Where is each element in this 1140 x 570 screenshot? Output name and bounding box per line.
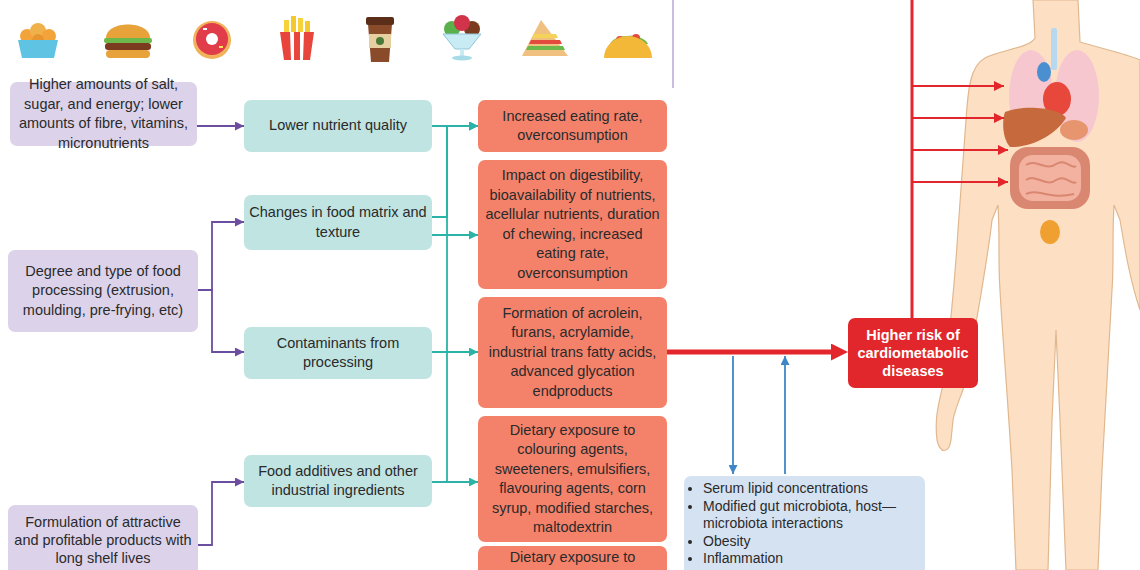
flow-arrow — [432, 481, 478, 483]
box-text: Dietary exposure to colouring agents, sw… — [483, 421, 662, 538]
box-text: Impact on digestibility, bioavailability… — [483, 166, 662, 283]
blood-vessel — [1037, 62, 1051, 82]
biomarker-list: Serum lipid concentrationsModified gut m… — [684, 476, 925, 570]
patty — [105, 43, 151, 50]
glass — [443, 34, 481, 49]
box-text: Degree and type of food processing (extr… — [13, 262, 193, 321]
coffee-icon — [366, 17, 394, 62]
mechanism-box: Lower nutrient quality — [244, 100, 432, 152]
flow-arrow — [198, 482, 244, 545]
colon — [1010, 147, 1090, 209]
bullet-item: Serum lipid concentrations — [703, 480, 920, 498]
donut-dough — [193, 21, 231, 59]
bullet-list: Serum lipid concentrationsModified gut m… — [689, 480, 920, 568]
box-text: Formulation of attractive and profitable… — [13, 513, 193, 567]
flow-arrow — [667, 350, 841, 355]
intestine-folds — [1026, 162, 1076, 195]
flow-arrow — [432, 234, 478, 236]
donut-hole — [206, 33, 218, 45]
cup — [368, 24, 392, 62]
effect-box: Dietary exposure to colouring agents, sw… — [478, 416, 667, 542]
mechanism-box: Contaminants from processing — [244, 327, 432, 379]
cheese — [532, 34, 558, 38]
bowl — [18, 40, 58, 58]
fries-box — [280, 32, 314, 60]
organ-arrow — [912, 117, 1004, 119]
donut-icing — [196, 23, 228, 55]
mechanism-box: Food additives and other industrial ingr… — [244, 455, 432, 507]
sprinkle — [203, 28, 207, 30]
sprinkle — [219, 46, 223, 48]
donut-icon — [193, 21, 231, 59]
feedback-arrow — [784, 356, 786, 474]
box-text: Dietary exposure to — [510, 549, 636, 566]
connector-group — [197, 126, 841, 545]
fries-icon — [280, 16, 314, 60]
box-text: Increased eating rate, overconsumption — [483, 107, 662, 146]
burger-icon — [104, 25, 152, 59]
sandwich-icon — [522, 20, 568, 56]
organ-arrow — [912, 149, 1008, 151]
bread — [522, 20, 568, 56]
box-text: Contaminants from processing — [249, 334, 427, 373]
lid — [366, 17, 394, 25]
trachea — [1051, 28, 1057, 70]
shell — [604, 36, 652, 58]
effect-box: Impact on digestibility, bioavailability… — [478, 160, 667, 289]
bullet-item: Modified gut microbiota, host—microbiota… — [703, 498, 920, 533]
flow-arrow — [432, 126, 478, 217]
liver — [1003, 108, 1066, 147]
flow-arrow — [432, 125, 478, 127]
small-intestine — [1019, 155, 1081, 201]
organ-arrow — [912, 181, 1008, 183]
effect-box: Increased eating rate, overconsumption — [478, 100, 667, 152]
effect-box: Dietary exposure to — [478, 546, 667, 570]
flow-arrow — [198, 290, 244, 352]
bullet-item: Inflammation — [703, 550, 920, 568]
panel-divider — [672, 0, 674, 88]
outcome-box: Higher risk of cardiometabolic diseases — [848, 318, 978, 388]
lettuce — [526, 46, 565, 50]
base — [452, 56, 472, 61]
taco-icon — [604, 34, 652, 58]
sleeve — [369, 34, 391, 48]
bullet-item: Obesity — [703, 533, 920, 551]
effect-box: Formation of acrolein, furans, acrylamid… — [478, 297, 667, 408]
logo — [376, 37, 384, 45]
nuggets-icon — [18, 23, 58, 58]
cause-box: Degree and type of food processing (extr… — [8, 250, 198, 332]
tomato — [529, 40, 562, 44]
flow-arrow — [197, 125, 244, 127]
risk-line — [911, 0, 914, 318]
bladder — [1040, 220, 1060, 244]
bun-bottom — [106, 50, 150, 58]
box-stripe — [290, 32, 304, 60]
flow-arrow — [432, 351, 478, 353]
organ-arrow — [912, 85, 1004, 87]
box-text: Higher amounts of salt, sugar, and energ… — [15, 75, 192, 153]
lettuce — [104, 38, 152, 43]
scoop — [454, 15, 470, 31]
mechanism-box: Changes in food matrix and texture — [244, 195, 432, 250]
sundae-icon — [443, 15, 481, 61]
box-text: Higher risk of cardiometabolic diseases — [852, 326, 974, 380]
box-text: Lower nutrient quality — [269, 116, 407, 136]
box-text: Formation of acrolein, furans, acrylamid… — [483, 304, 662, 402]
stomach — [1060, 120, 1088, 140]
cause-box: Formulation of attractive and profitable… — [8, 505, 198, 570]
flow-arrow — [198, 222, 244, 290]
feedback-arrow — [732, 356, 734, 474]
flow-arrow — [432, 126, 478, 482]
box-text: Food additives and other industrial ingr… — [249, 462, 427, 501]
box-text: Changes in food matrix and texture — [249, 203, 427, 242]
cause-box: Higher amounts of salt, sugar, and energ… — [10, 82, 197, 146]
bun-top — [106, 25, 150, 39]
